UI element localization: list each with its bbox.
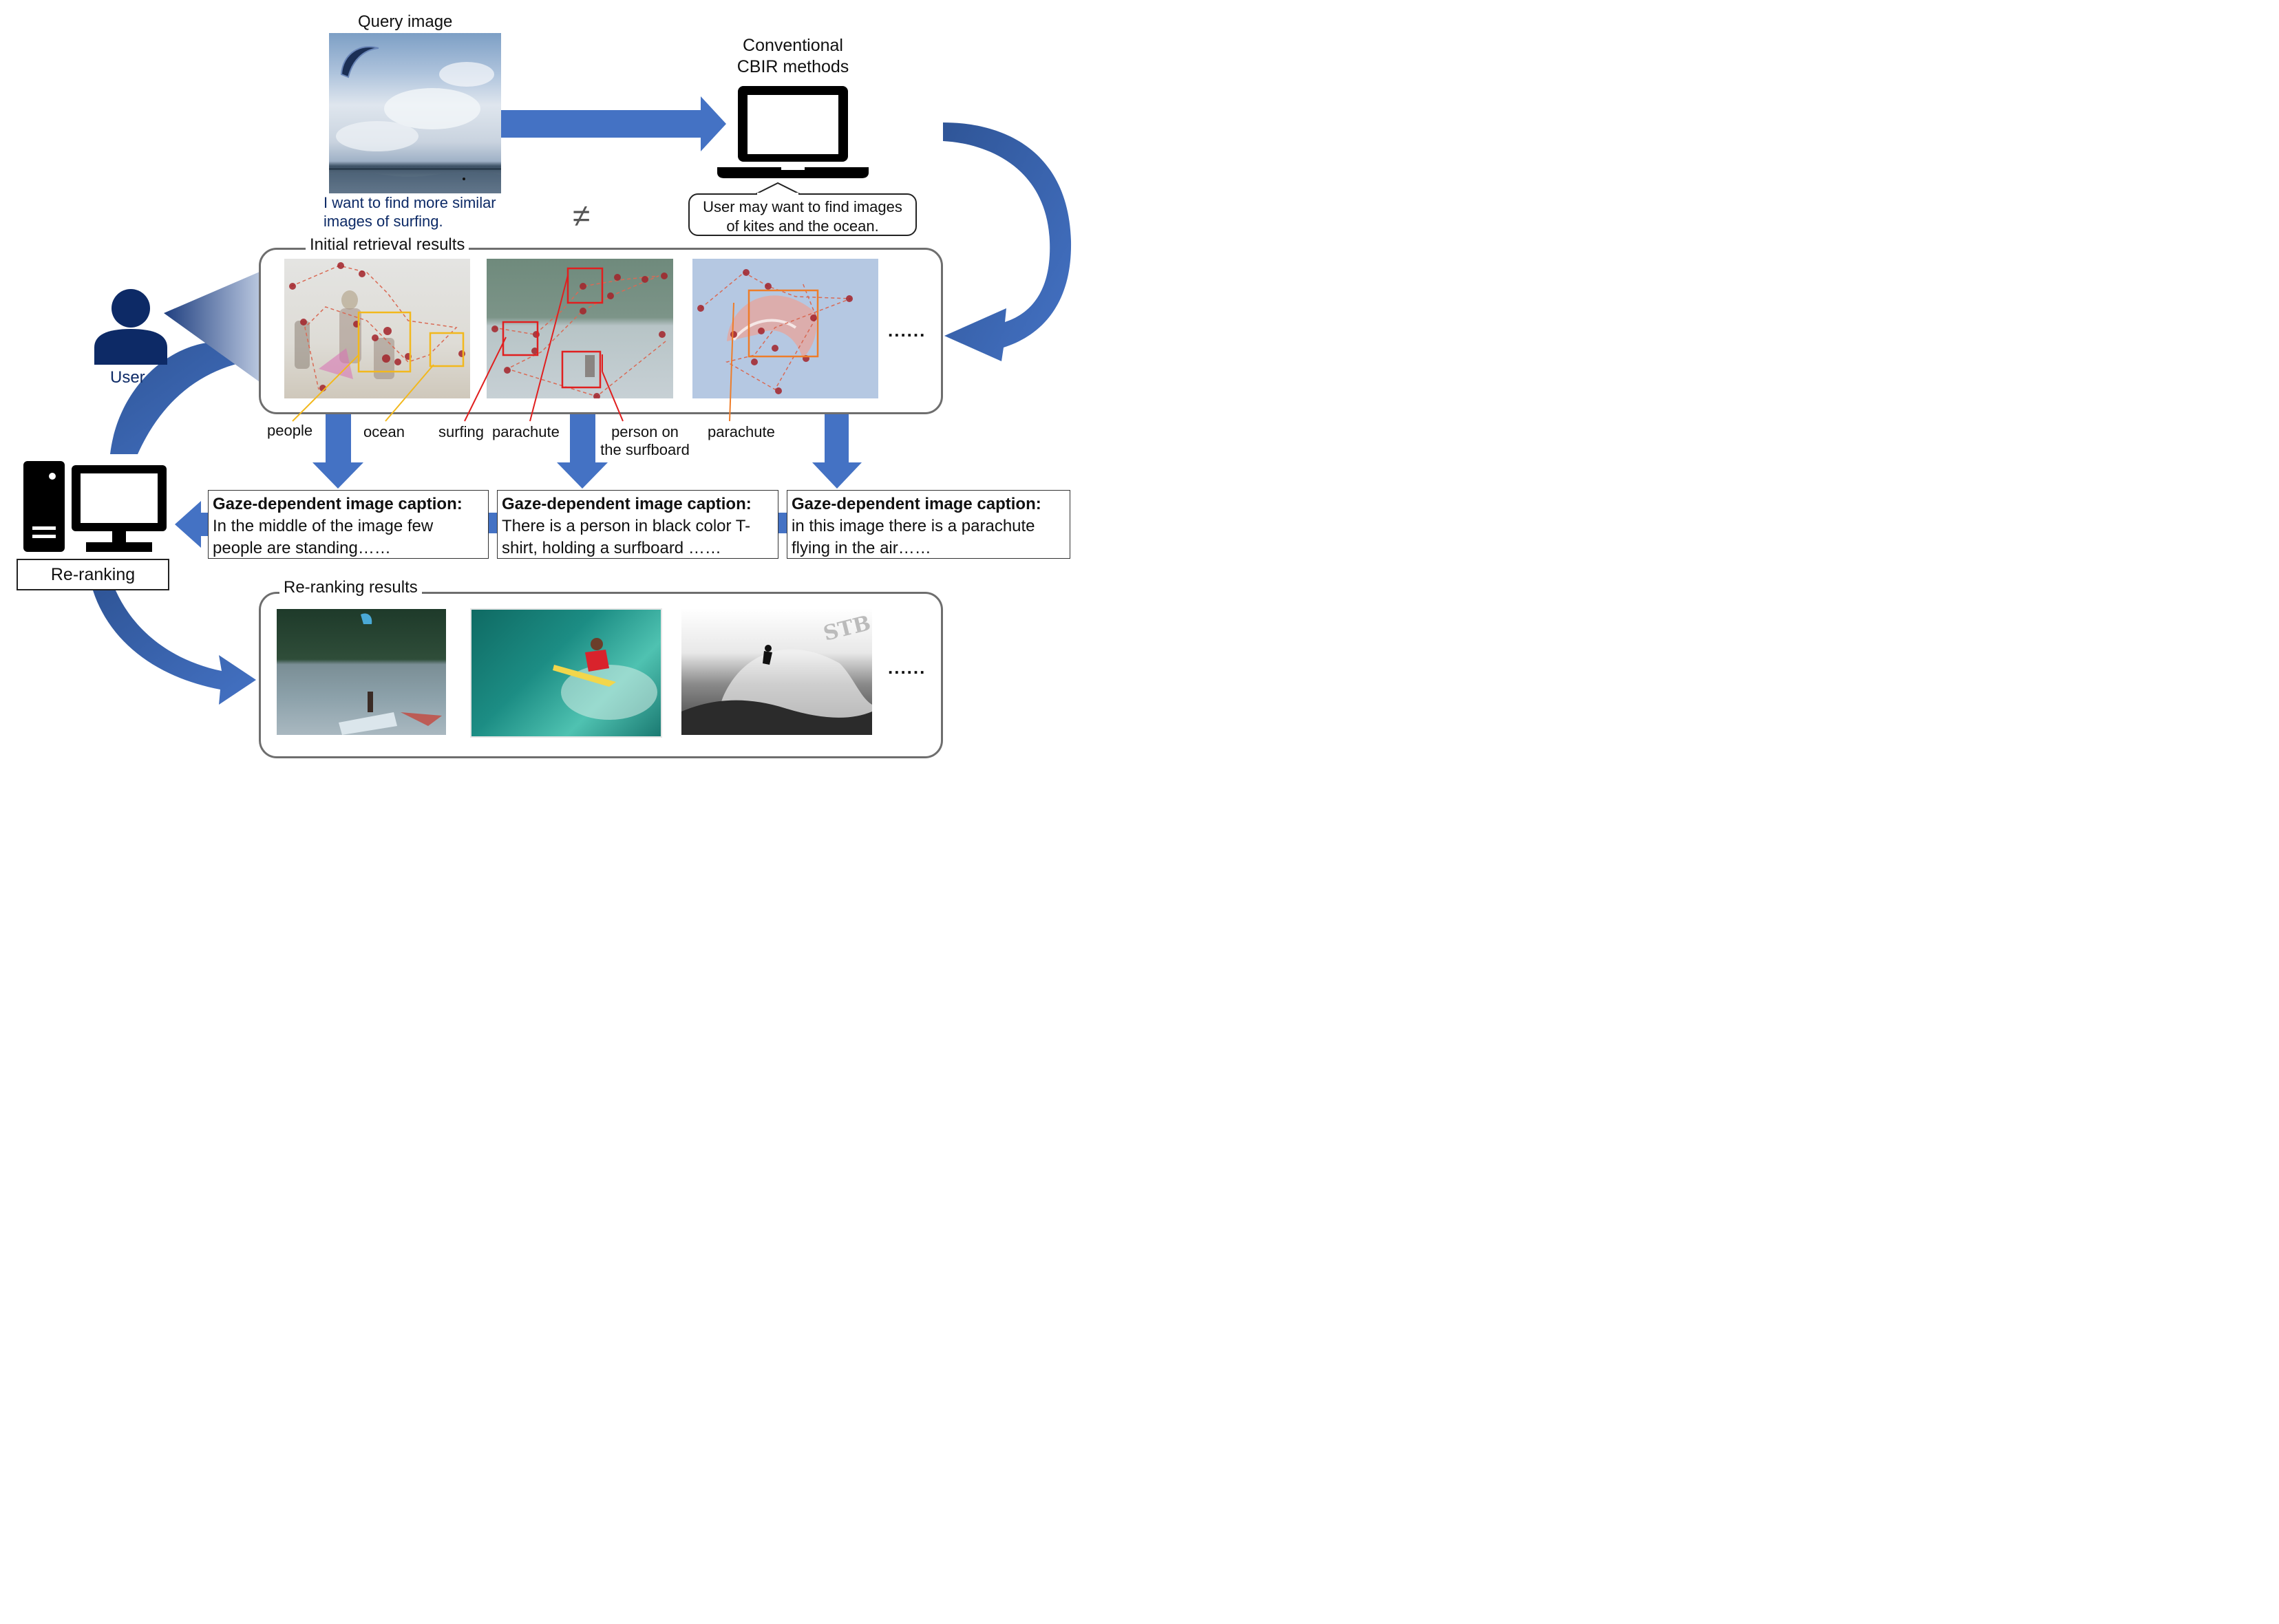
initial-result-image-1	[284, 259, 470, 398]
gaze-box-parachute	[566, 267, 604, 304]
region-label-parachute-2: parachute	[708, 423, 775, 440]
caption-box-1: Gaze-dependent image caption: In the mid…	[208, 490, 489, 559]
user-view-cone	[164, 261, 284, 399]
caption-1-heading: Gaze-dependent image caption:	[213, 495, 463, 513]
gaze-overlay-2	[491, 267, 668, 398]
reranked-image-3: STB	[681, 608, 872, 735]
desktop-computer-icon	[23, 461, 167, 552]
arrow-cbir-to-results	[943, 122, 1072, 361]
initial-result-image-3	[692, 259, 878, 398]
caption-connector-2	[778, 513, 787, 533]
initial-results-title: Initial retrieval results	[306, 235, 469, 255]
query-intent-line-1: I want to find more similar	[324, 194, 496, 211]
region-label-surfing: surfing	[438, 423, 485, 440]
reranked-image-1	[277, 609, 446, 735]
cbir-title-line-1: Conventional	[743, 36, 843, 55]
reranked-scene-3	[681, 645, 872, 735]
region-label-person-line-1: person on	[611, 423, 679, 440]
caption-2-line-1: There is a person in black color T-	[502, 517, 751, 535]
query-image-scene	[329, 46, 501, 193]
cbir-title-line-2: CBIR methods	[736, 57, 849, 76]
arrow-down-3	[812, 399, 862, 489]
caption-3-heading: Gaze-dependent image caption:	[792, 495, 1041, 513]
cbir-bubble-line-1: User may want to find images	[703, 198, 902, 215]
laptop-icon	[717, 86, 869, 178]
reranked-image-2	[470, 608, 662, 738]
initial-results-ellipsis: ......	[888, 320, 926, 341]
caption-3-line-1: in this image there is a parachute	[792, 517, 1035, 535]
user-icon	[94, 289, 167, 365]
caption-2-line-2: shirt, holding a surfboard ……	[502, 539, 721, 557]
initial-result-image-2	[487, 259, 673, 398]
caption-box-3: Gaze-dependent image caption: in this im…	[787, 490, 1070, 559]
region-label-parachute-1: parachute	[492, 423, 560, 440]
caption-box-2: Gaze-dependent image caption: There is a…	[497, 490, 778, 559]
caption-connector-1	[489, 513, 497, 533]
reranking-results-ellipsis: ......	[888, 657, 926, 678]
gaze-box-surfing	[502, 321, 539, 356]
caption-1-line-2: people are standing……	[213, 539, 391, 557]
caption-1-line-1: In the middle of the image few	[213, 517, 434, 535]
query-intent-line-2: images of surfing.	[324, 213, 443, 230]
gaze-overlay-1	[289, 262, 465, 392]
arrow-down-1	[312, 399, 363, 489]
arrow-down-2	[557, 399, 608, 489]
region-leader-lines	[292, 275, 734, 422]
query-image-title: Query image	[358, 12, 453, 31]
flow-arrows-layer	[23, 86, 1072, 705]
user-label: User	[110, 368, 145, 387]
reranking-label-box: Re-ranking	[17, 559, 169, 590]
query-image	[329, 33, 501, 193]
arrow-captions-to-reranking	[175, 501, 208, 548]
arrow-query-to-cbir	[501, 96, 726, 151]
cbir-speech-bubble: User may want to find images of kites an…	[688, 193, 917, 236]
region-label-people: people	[267, 422, 313, 439]
reranking-results-title: Re-ranking results	[279, 578, 422, 597]
caption-3-line-2: flying in the air……	[792, 539, 931, 557]
gaze-box-ocean	[429, 332, 465, 367]
region-label-ocean: ocean	[363, 423, 405, 440]
arrow-reranking-to-results	[93, 590, 256, 705]
region-label-person-line-2: the surfboard	[600, 441, 690, 458]
reranked-scene-1	[339, 613, 442, 735]
gaze-box-people	[357, 311, 412, 373]
not-equal-symbol: ≠	[573, 197, 591, 233]
reranked-scene-2	[553, 638, 657, 720]
caption-2-heading: Gaze-dependent image caption:	[502, 495, 752, 513]
gaze-overlay-3	[697, 269, 853, 394]
cbir-bubble-line-2: of kites and the ocean.	[726, 217, 879, 235]
gaze-box-parachute-2	[748, 289, 819, 358]
arrow-reranking-to-user	[110, 337, 275, 454]
gaze-box-person	[561, 350, 602, 389]
